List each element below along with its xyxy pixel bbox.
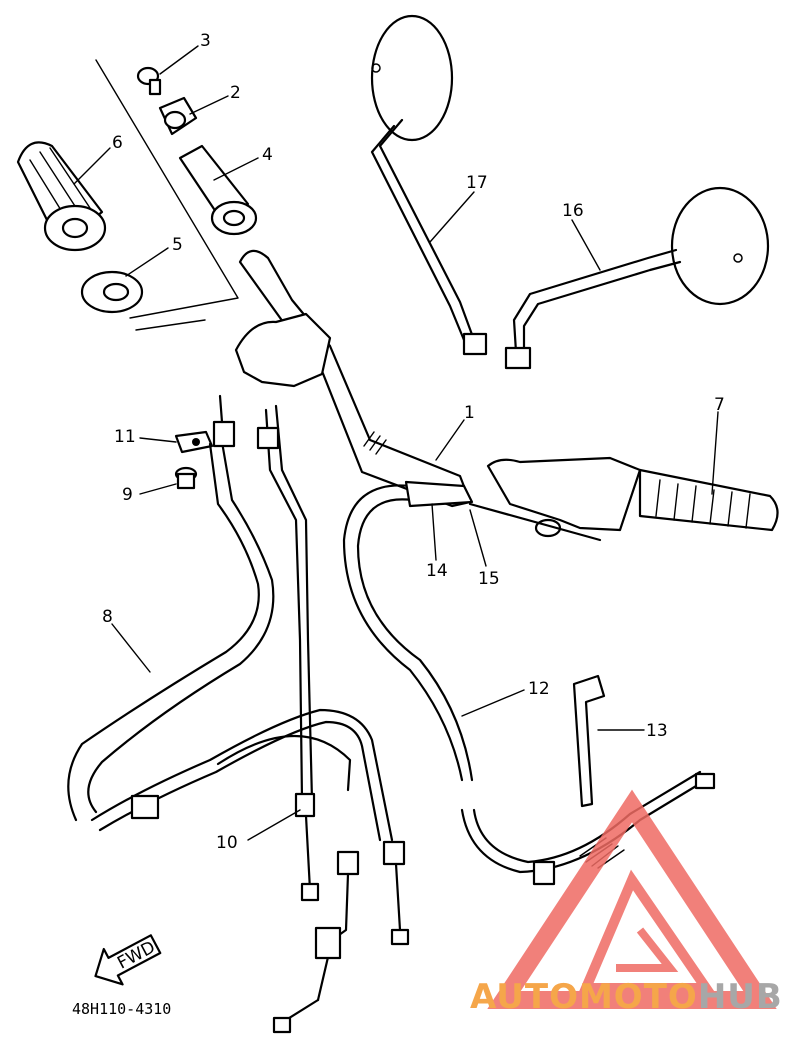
watermark-text: AUTOMOTOHUB bbox=[470, 977, 783, 1017]
part-5-washer bbox=[80, 270, 144, 314]
part-10-cable bbox=[90, 404, 410, 1034]
part-6-grip bbox=[16, 141, 107, 252]
part-8-cable bbox=[67, 394, 275, 822]
callout-11: 11 bbox=[114, 427, 136, 447]
callout-3: 3 bbox=[200, 31, 211, 51]
callout-14: 14 bbox=[426, 561, 448, 581]
part-16-mirror-right bbox=[504, 186, 770, 370]
part-9-screw bbox=[174, 466, 198, 490]
fwd-arrow-icon: FWD bbox=[94, 934, 162, 986]
part-7-right-grip bbox=[468, 456, 779, 542]
callout-8: 8 bbox=[102, 607, 113, 627]
callout-4: 4 bbox=[262, 145, 273, 165]
watermark-text-orange: AUTOMOTO bbox=[470, 977, 698, 1017]
left-grip-group bbox=[16, 59, 258, 331]
part-11-holder bbox=[174, 430, 214, 454]
part-3-screw bbox=[136, 66, 162, 96]
part-1-handlebar bbox=[234, 249, 472, 508]
callout-16: 16 bbox=[562, 201, 584, 221]
callout-12: 12 bbox=[528, 679, 550, 699]
part-17-mirror-left bbox=[370, 14, 488, 356]
callout-2: 2 bbox=[230, 83, 241, 103]
part-2-weight bbox=[158, 96, 198, 136]
callout-15: 15 bbox=[478, 569, 500, 589]
part-code: 48H110-4310 bbox=[72, 1000, 171, 1018]
watermark: AUTOMOTOHUB bbox=[470, 789, 783, 1017]
callout-10: 10 bbox=[216, 833, 238, 853]
watermark-triangle-logo bbox=[487, 789, 777, 1009]
callout-17: 17 bbox=[466, 173, 488, 193]
callout-5: 5 bbox=[172, 235, 183, 255]
callout-7: 7 bbox=[714, 395, 725, 415]
callout-6: 6 bbox=[112, 133, 123, 153]
callout-9: 9 bbox=[122, 485, 133, 505]
leader-lines bbox=[73, 45, 719, 841]
part-13-tie-strap bbox=[572, 674, 606, 808]
callout-1: 1 bbox=[464, 403, 475, 423]
callouts: 3 2 4 6 5 1 7 17 16 11 9 8 10 12 13 14 1… bbox=[102, 31, 725, 853]
callout-13: 13 bbox=[646, 721, 668, 741]
part-4-sleeve bbox=[178, 144, 258, 236]
watermark-text-gray: HUB bbox=[698, 977, 783, 1017]
